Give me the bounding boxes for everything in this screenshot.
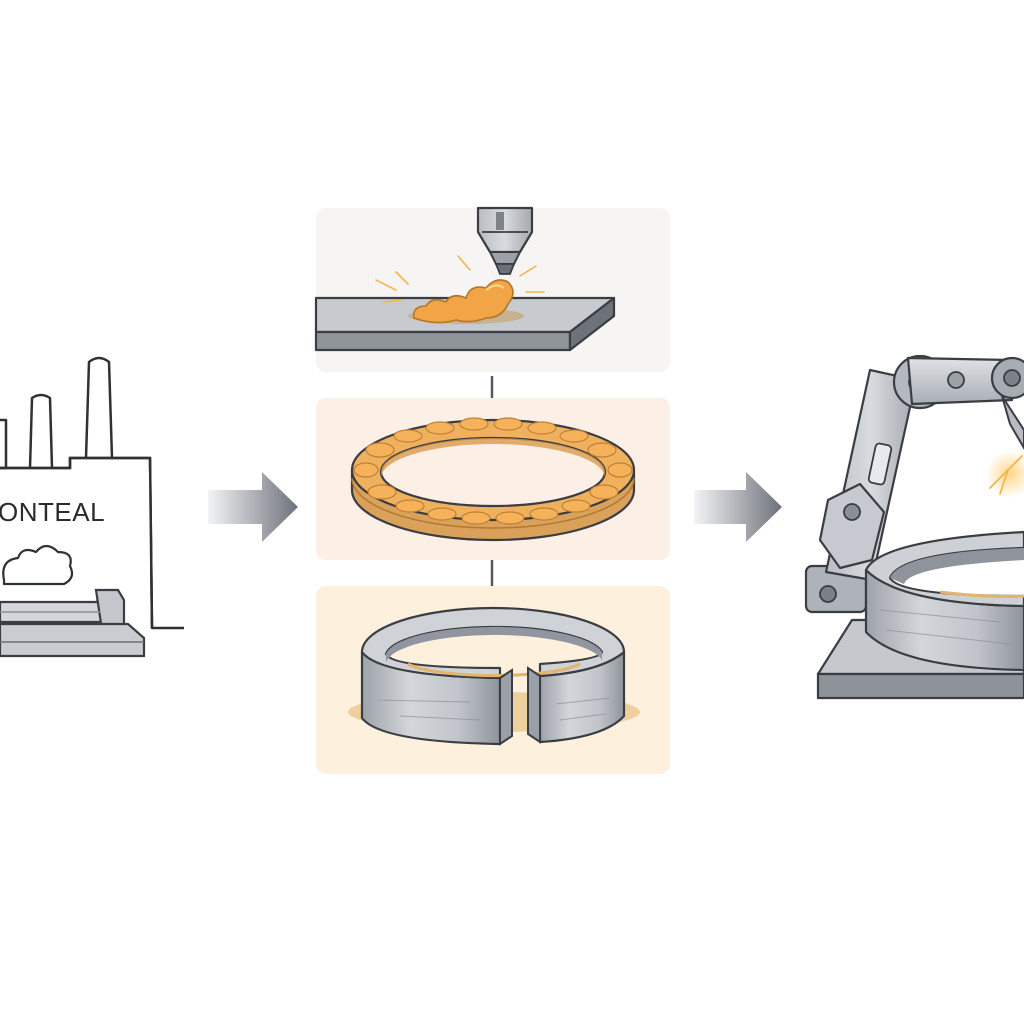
factory-icon: ONTEAL [0, 356, 184, 658]
factory-sign-text: ONTEAL [0, 497, 105, 527]
bead-pattern [353, 417, 633, 525]
panel-deposited-ring [316, 398, 670, 560]
molten-bead-icon [408, 279, 524, 324]
arrow-right-icon [694, 472, 782, 542]
panel-deposition [314, 206, 670, 372]
laser-nozzle-icon [476, 206, 534, 275]
robot-arm-welding-icon [804, 354, 1024, 700]
sparks-icon [375, 255, 545, 303]
arrow-right-icon [208, 472, 298, 542]
panel-split-ring [316, 586, 670, 774]
